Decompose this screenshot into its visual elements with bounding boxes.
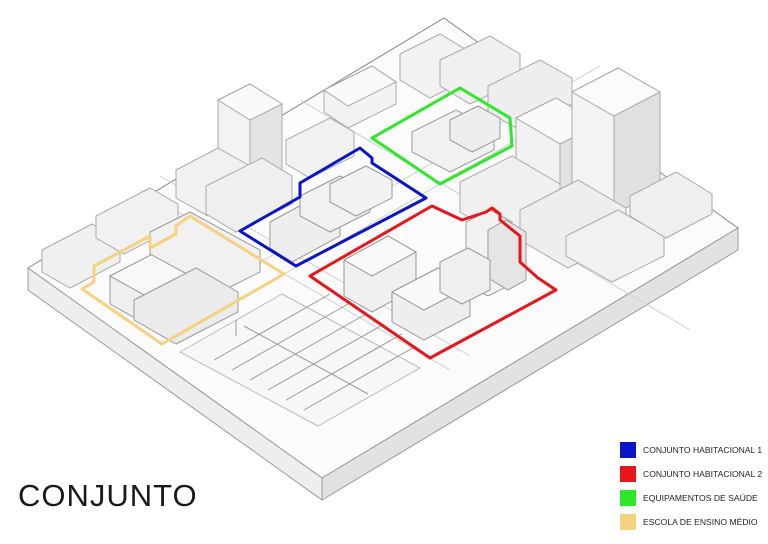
school-building	[108, 211, 261, 345]
legend-swatch	[620, 490, 636, 506]
page-title: CONJUNTO	[18, 478, 198, 513]
legend-label: EQUIPAMENTOS DE SAÚDE	[643, 493, 758, 503]
legend-swatch	[620, 514, 636, 530]
site-base-side-right	[321, 227, 739, 501]
legend-item-housing-2: CONJUNTO HABITACIONAL 2	[620, 462, 768, 486]
legend-label: CONJUNTO HABITACIONAL 1	[643, 445, 763, 455]
buildings-left	[41, 187, 179, 289]
legend-item-housing-1: CONJUNTO HABITACIONAL 1	[620, 438, 768, 462]
legend-swatch	[620, 466, 636, 482]
outline-housing-2	[308, 204, 558, 360]
legend-label: ESCOLA DE ENSINO MÉDIO	[643, 517, 758, 527]
outline-housing-1	[238, 146, 428, 268]
outline-school	[80, 214, 286, 346]
legend-swatch	[620, 442, 636, 458]
outline-health	[370, 86, 514, 186]
legend-item-health: EQUIPAMENTOS DE SAÚDE	[620, 486, 768, 510]
buildings-right	[459, 67, 713, 283]
health-buildings	[411, 105, 501, 173]
legend-label: CONJUNTO HABITACIONAL 2	[643, 469, 763, 479]
canopy-structure	[178, 293, 422, 427]
housing-1-buildings	[269, 165, 393, 263]
housing-2-buildings	[342, 209, 527, 341]
legend: CONJUNTO HABITACIONAL 1 CONJUNTO HABITAC…	[620, 438, 768, 534]
legend-item-school: ESCOLA DE ENSINO MÉDIO	[620, 510, 768, 534]
